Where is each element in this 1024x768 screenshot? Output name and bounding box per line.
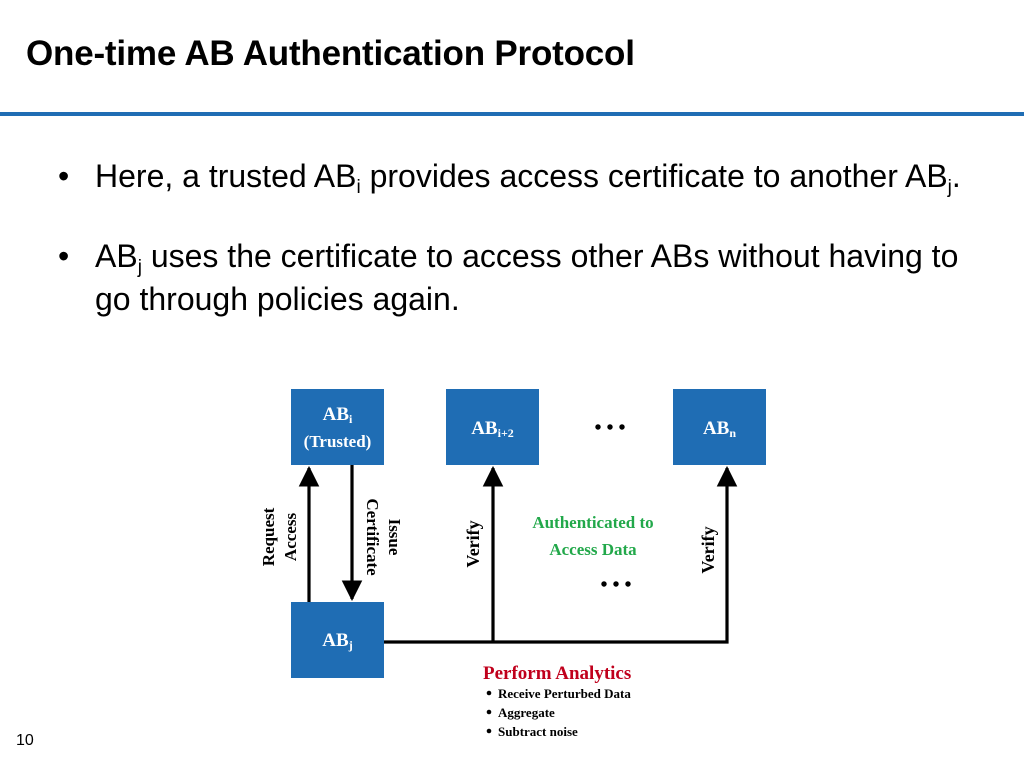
bullet-list: • Here, a trusted ABi provides access ce… bbox=[58, 155, 984, 321]
box-ab-i-trusted-label: (Trusted) bbox=[304, 432, 372, 451]
bullet-text: . bbox=[951, 158, 961, 194]
issue-label: Issue bbox=[385, 519, 404, 556]
box-ab-j-label: ABj bbox=[322, 630, 352, 652]
analytics-bullet bbox=[486, 709, 492, 715]
page-number: 10 bbox=[16, 732, 34, 749]
ellipsis-top: • • • bbox=[594, 417, 625, 439]
box-ab-n-label: ABn bbox=[703, 418, 736, 440]
verify-right-label: Verify bbox=[698, 526, 718, 573]
bullet-item-2: • ABj uses the certificate to access oth… bbox=[58, 235, 984, 321]
analytics-title: Perform Analytics bbox=[483, 663, 631, 684]
protocol-diagram-svg: ABi (Trusted) ABi+2 • • • ABn ABj Reques… bbox=[259, 389, 766, 739]
subscript: i bbox=[356, 177, 361, 198]
box-ab-i2-rect bbox=[446, 389, 539, 465]
box-ab-i-plus-2: ABi+2 bbox=[446, 389, 539, 465]
box-ab-j: ABj bbox=[291, 602, 384, 678]
bullet-text: AB bbox=[95, 238, 138, 274]
analytics-item: Aggregate bbox=[498, 705, 555, 720]
bullet-text: uses the certificate to access other ABs… bbox=[95, 238, 959, 317]
verify-right-connector bbox=[384, 465, 738, 644]
box-ab-i-trusted: ABi (Trusted) bbox=[291, 389, 384, 465]
certificate-label: Certificate bbox=[363, 498, 382, 576]
request-label: Request bbox=[259, 507, 278, 566]
bullet-marker: • bbox=[58, 158, 70, 194]
bullet-text: provides access certificate to another A… bbox=[360, 158, 948, 194]
protocol-diagram: ABi (Trusted) ABi+2 • • • ABn ABj Reques… bbox=[250, 384, 780, 744]
analytics-bullet bbox=[486, 728, 492, 734]
authenticated-line-1: Authenticated to bbox=[532, 513, 653, 532]
subscript: j bbox=[947, 177, 952, 198]
subscript: j bbox=[137, 257, 142, 278]
box-ab-n: ABn bbox=[673, 389, 766, 465]
ellipsis-middle: • • • bbox=[600, 574, 631, 596]
slide-title: One-time AB Authentication Protocol bbox=[26, 34, 635, 73]
box-ab-j-rect bbox=[291, 602, 384, 678]
analytics-list: Receive Perturbed Data Aggregate Subtrac… bbox=[486, 686, 631, 739]
analytics-item: Subtract noise bbox=[498, 724, 578, 739]
bullet-item-1: • Here, a trusted ABi provides access ce… bbox=[58, 155, 984, 198]
box-ab-n-rect bbox=[673, 389, 766, 465]
box-ab-i-label: ABi bbox=[323, 404, 353, 426]
access-label: Access bbox=[281, 513, 300, 562]
bullet-marker: • bbox=[58, 238, 70, 274]
analytics-bullet bbox=[486, 690, 492, 696]
verify-left-label: Verify bbox=[463, 520, 483, 567]
analytics-item: Receive Perturbed Data bbox=[498, 686, 631, 701]
box-ab-i-rect bbox=[291, 389, 384, 465]
authenticated-line-2: Access Data bbox=[549, 540, 637, 559]
bullet-text: Here, a trusted AB bbox=[95, 158, 357, 194]
box-ab-i2-label: ABi+2 bbox=[471, 418, 514, 440]
title-divider bbox=[0, 112, 1024, 116]
